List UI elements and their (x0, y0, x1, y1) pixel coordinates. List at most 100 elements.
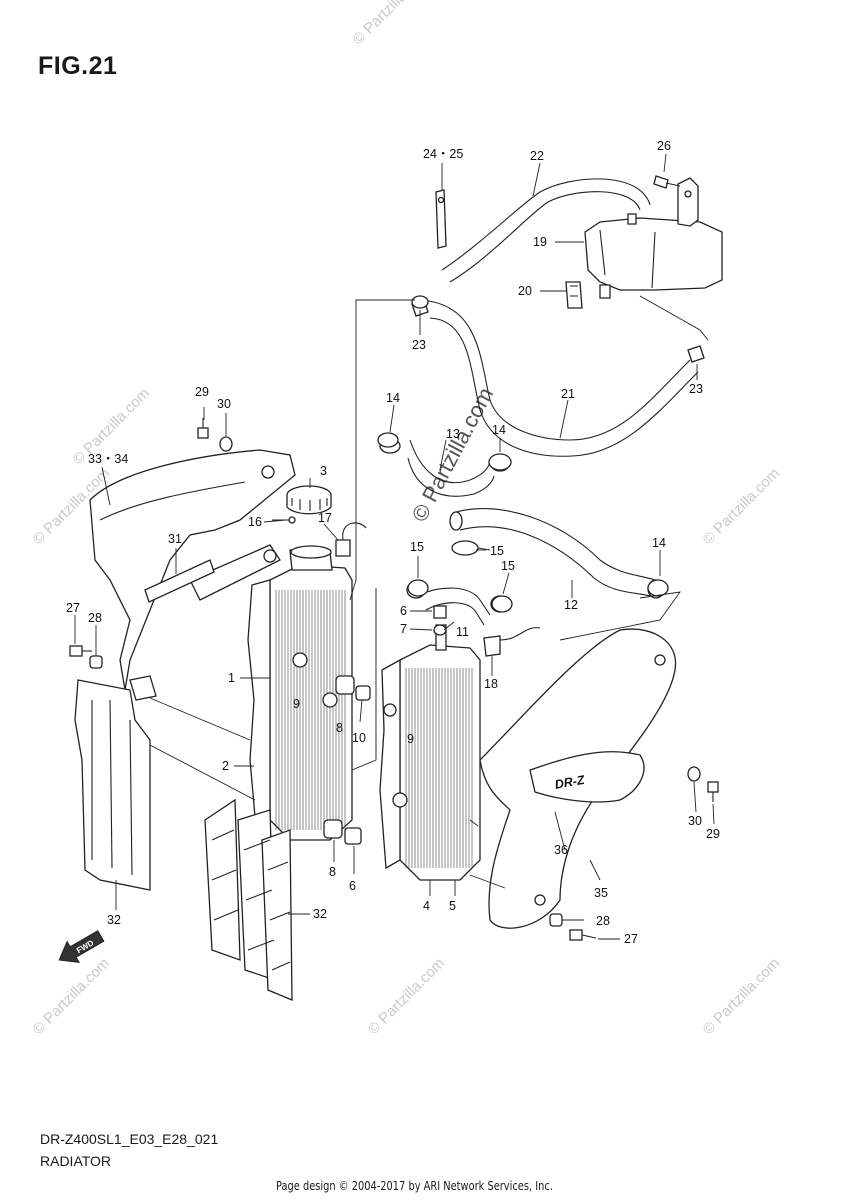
callout-36: 36 (554, 843, 568, 857)
callout-23-right: 23 (689, 382, 703, 396)
callout-9-right: 9 (407, 732, 414, 746)
bolt-16 (272, 516, 296, 524)
callout-14-mid: 14 (492, 423, 506, 437)
collar-28-left (89, 655, 103, 669)
callout-16: 16 (248, 515, 262, 529)
radiator-cap (286, 485, 332, 515)
reservoir-tank (584, 177, 723, 299)
callout-3: 3 (320, 464, 327, 478)
washer-30-right (687, 766, 701, 782)
reference-lines (149, 295, 709, 889)
callout-8-lower: 8 (329, 865, 336, 879)
nut-10 (355, 685, 371, 701)
watermark: © Partzilla.com (407, 383, 499, 526)
watermark: © Partzilla.com (30, 955, 113, 1038)
decal-text: DR-Z (554, 773, 587, 792)
watermark: © Partzilla.com (700, 955, 783, 1038)
shroud-seal-31 (144, 559, 215, 603)
bolt-26 (653, 175, 681, 189)
lower-hose-12 (449, 508, 665, 599)
watermark: © Partzilla.com (350, 0, 433, 48)
callout-21: 21 (561, 387, 575, 401)
callout-27-left: 27 (66, 601, 80, 615)
right-shroud-35-36: DR-Z (479, 628, 677, 929)
grommet-8-lower (323, 819, 343, 839)
callout-13: 13 (446, 427, 460, 441)
figure-title: FIG.21 (38, 52, 118, 80)
section-name: RADIATOR (40, 1153, 112, 1169)
callout-26: 26 (657, 139, 671, 153)
clamp-14-b (488, 453, 512, 471)
bolt-6-lower (344, 827, 362, 845)
callout-2: 2 (222, 759, 229, 773)
radiator-guard-right-set (204, 798, 293, 1001)
clamp-14-a (377, 432, 399, 448)
watermark: © Partzilla.com (700, 465, 783, 548)
radiator-guard-left (74, 679, 151, 891)
callout-31: 31 (168, 532, 182, 546)
model-code: DR-Z400SL1_E03_E28_021 (40, 1131, 219, 1147)
callout-27-right: 27 (624, 932, 638, 946)
washer-30-upper (219, 436, 233, 452)
leader-lines (74, 153, 715, 940)
clamp-14-c (647, 579, 669, 597)
bolt-29-right (707, 781, 719, 802)
callout-15-right: 15 (501, 559, 515, 573)
callout-8-mid: 8 (336, 721, 343, 735)
watermark: © Partzilla.com (365, 955, 448, 1038)
fan-switch-18 (483, 627, 541, 657)
callout-29-right: 29 (706, 827, 720, 841)
callout-10: 10 (352, 731, 366, 745)
callout-23-upper: 23 (412, 338, 426, 352)
callout-18: 18 (484, 677, 498, 691)
tank-cap-seal (565, 281, 583, 309)
callout-32-left: 32 (107, 913, 121, 927)
temp-sensor-17 (335, 522, 367, 557)
hose-clamp-24-25 (435, 189, 447, 249)
callout-7: 7 (400, 622, 407, 636)
right-radiator (379, 624, 481, 881)
washer-7 (433, 624, 447, 636)
callout-29-upper: 29 (195, 385, 209, 399)
callout-28-left: 28 (88, 611, 102, 625)
callout-32-right: 32 (313, 907, 327, 921)
hose-clamp-15 (451, 540, 491, 556)
callout-1: 1 (228, 671, 235, 685)
collar-28-right (549, 913, 563, 927)
callout-14-upper: 14 (386, 391, 400, 405)
callout-30-upper: 30 (217, 397, 231, 411)
callout-30-right: 30 (688, 814, 702, 828)
callout-5: 5 (449, 899, 456, 913)
left-radiator (247, 545, 353, 841)
clamp-23-upper (411, 295, 429, 309)
callout-15-mid: 15 (490, 544, 504, 558)
callout-28-right: 28 (596, 914, 610, 928)
callout-33-34: 33・34 (88, 452, 128, 466)
callout-6-lower: 6 (349, 879, 356, 893)
clamp-15-left (407, 579, 429, 597)
bolt-29-upper (197, 418, 209, 439)
callout-22: 22 (530, 149, 544, 163)
fasteners (69, 295, 719, 941)
bolt-6-upper (433, 605, 447, 619)
grommet-8-left (335, 675, 355, 695)
callout-4: 4 (423, 899, 430, 913)
callout-14-right: 14 (652, 536, 666, 550)
callout-24-25: 24・25 (423, 147, 463, 161)
callout-35: 35 (594, 886, 608, 900)
callout-9-left: 9 (293, 697, 300, 711)
overflow-hose-22 (441, 178, 651, 283)
callout-20: 20 (518, 284, 532, 298)
callout-17: 17 (318, 511, 332, 525)
callout-15-left: 15 (410, 540, 424, 554)
footer-credit: Page design © 2004-2017 by ARI Network S… (276, 1179, 553, 1193)
callout-19: 19 (533, 235, 547, 249)
callout-12: 12 (564, 598, 578, 612)
callout-6-upper: 6 (400, 604, 407, 618)
callout-11: 11 (456, 625, 469, 639)
clamp-15-right (491, 595, 513, 613)
bolt-27-left (69, 645, 92, 657)
bolt-27-right (569, 929, 597, 941)
